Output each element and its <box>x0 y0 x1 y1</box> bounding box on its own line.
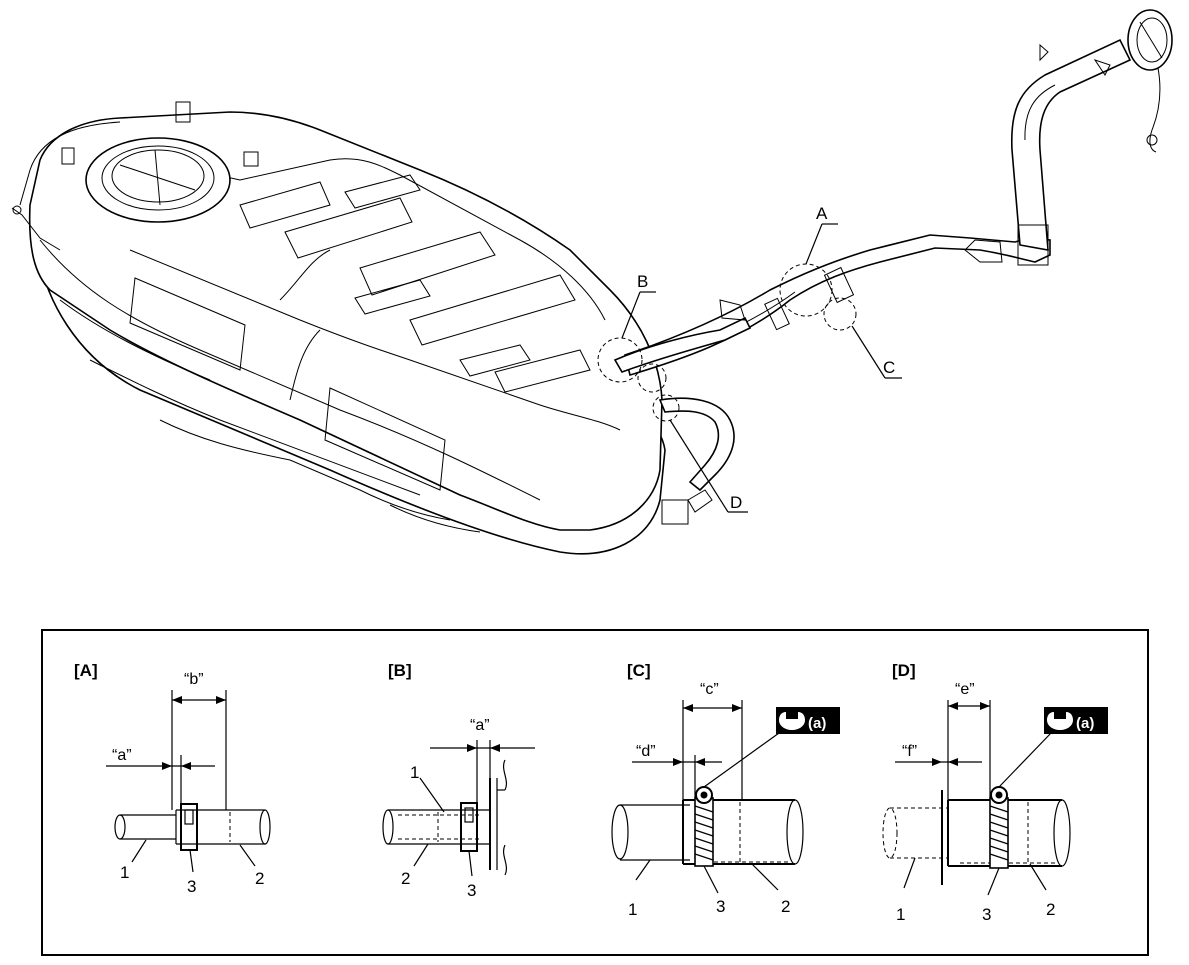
callout-circle-b <box>597 337 643 383</box>
hose-connector <box>661 499 689 525</box>
detail-panel-c: [C] “c” “d” (a) 1 3 2 <box>611 661 840 919</box>
neck-bracket <box>1017 224 1049 266</box>
vapor-hose <box>658 397 735 492</box>
filler-neck-assembly <box>613 9 1173 525</box>
callout-label-a: A <box>816 204 828 223</box>
mounting-tab <box>243 151 259 167</box>
panel-c-title: [C] <box>627 661 651 680</box>
panel-d-title: [D] <box>892 661 916 680</box>
panel-d-dim-f: “f” <box>902 743 917 760</box>
panel-c-part-1: 1 <box>628 900 637 919</box>
panel-d-part-3: 3 <box>982 905 991 924</box>
panel-b-part-1: 1 <box>410 763 419 782</box>
detail-panel-d: [D] “e” “f” (a) 1 3 2 <box>882 661 1108 924</box>
filler-pipe <box>624 234 1051 377</box>
callout-label-c: C <box>883 358 895 377</box>
cap-tether <box>1149 67 1161 153</box>
panel-b-dim-a: “a” <box>470 717 490 734</box>
filler-neck-vertical <box>1010 38 1132 251</box>
panel-d-torque-label: (a) <box>1076 715 1094 732</box>
panel-c-dim-c: “c” <box>700 681 719 698</box>
mounting-tab <box>175 101 191 123</box>
panel-d-part-2: 2 <box>1046 900 1055 919</box>
panel-a-dim-b: “b” <box>184 671 204 688</box>
panel-a-part-1: 1 <box>120 863 129 882</box>
detail-panel-frame <box>41 629 1149 956</box>
fuel-filler-cap <box>1127 9 1173 71</box>
screw-hose-clamp <box>694 797 714 867</box>
callouts: A B C D <box>597 204 902 513</box>
detail-panel-b: [B] “a” 1 2 3 <box>382 661 535 900</box>
panel-d-dim-e: “e” <box>955 681 975 698</box>
panel-c-part-3: 3 <box>716 897 725 916</box>
panel-b-part-2: 2 <box>401 869 410 888</box>
callout-label-b: B <box>637 272 648 291</box>
mounting-tab <box>61 147 75 165</box>
panel-c-torque-label: (a) <box>808 715 826 732</box>
callout-circle-b2 <box>637 363 667 393</box>
fuel-tank-illustration <box>11 101 666 555</box>
panel-a-part-2: 2 <box>255 869 264 888</box>
callout-circle-d <box>652 394 680 422</box>
hose-clamp <box>180 803 198 851</box>
panel-d-part-1: 1 <box>896 905 905 924</box>
callout-label-d: D <box>730 493 742 512</box>
hose-clamp <box>764 297 790 331</box>
panel-a-dim-a: “a” <box>112 747 132 764</box>
panel-b-title: [B] <box>388 661 412 680</box>
panel-b-part-3: 3 <box>467 881 476 900</box>
panel-a-part-3: 3 <box>187 877 196 896</box>
breather-hose <box>613 316 752 373</box>
panel-c-dim-d: “d” <box>636 743 656 760</box>
panel-c-part-2: 2 <box>781 897 790 916</box>
detail-panel-a: [A] “b” “a” 1 3 2 <box>74 661 271 896</box>
panel-a-title: [A] <box>74 661 98 680</box>
callout-circle-c <box>823 297 857 331</box>
